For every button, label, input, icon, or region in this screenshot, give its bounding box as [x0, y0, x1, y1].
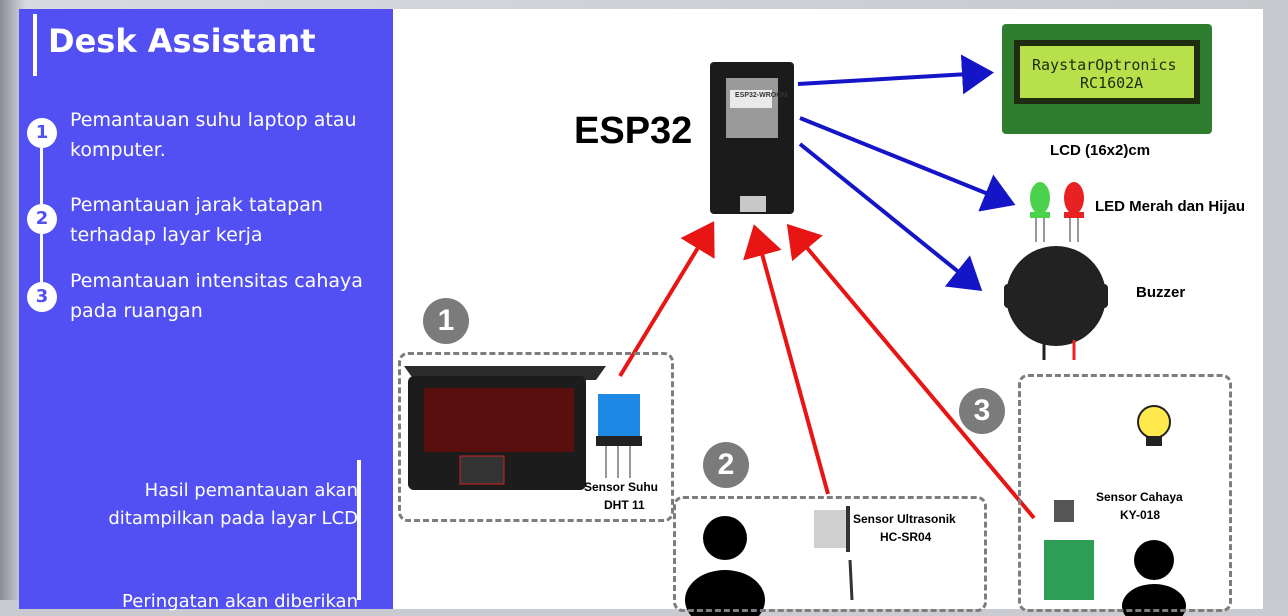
group-3-box [1018, 374, 1232, 612]
group-2-box [673, 496, 987, 612]
group-1-number: 1 [423, 298, 469, 344]
group-3-number: 3 [959, 388, 1005, 434]
lcd-module [1002, 24, 1212, 134]
esp32-chip-text: ESP32-WROOM [735, 92, 788, 99]
light-caption-2: KY-018 [1120, 508, 1161, 522]
result-text: Hasil pemantauan akan ditampilkan pada l… [108, 480, 358, 529]
laptop [404, 366, 606, 490]
panel-title: Desk Assistant [48, 22, 316, 60]
warning-text-cut: Peringatan akan diberikan [98, 588, 358, 612]
title-accent [33, 14, 37, 76]
led-pair [1030, 182, 1084, 242]
ultrasonic-caption-2: HC-SR04 [880, 530, 932, 544]
arrow-to-led [799, 116, 1016, 212]
arrow-from-ultrasonic [743, 224, 830, 495]
step-2-text: Pemantauan jarak tatapan terhadap layar … [70, 194, 323, 246]
arrow-from-ldr [786, 223, 1036, 520]
led-caption: LED Merah dan Hijau [1095, 198, 1246, 215]
person-group-3 [1122, 540, 1186, 616]
step-3-badge: 3 [27, 282, 57, 312]
lcd-caption: LCD (16x2)cm [1050, 142, 1151, 159]
arrow-to-lcd [797, 54, 994, 95]
dht11-sensor [596, 394, 642, 478]
esp32-label: ESP32 [574, 110, 693, 152]
light-caption-1: Sensor Cahaya [1096, 490, 1183, 504]
step-1-badge: 1 [27, 118, 57, 148]
lcd-line-2: RC1602A [1080, 74, 1144, 92]
lcd-line-1: RaystarOptronics [1032, 56, 1177, 74]
result-accent [357, 460, 361, 600]
group-2-number: 2 [703, 442, 749, 488]
step-1-text: Pemantauan suhu laptop atau komputer. [70, 109, 357, 161]
buzzer-caption: Buzzer [1136, 284, 1186, 301]
ldr-module [1044, 500, 1094, 600]
arrow-to-buzzer [798, 142, 983, 292]
ultrasonic-sensor [814, 506, 854, 601]
info-panel [19, 9, 393, 609]
arrow-from-dht [618, 221, 715, 378]
person-group-2 [685, 516, 765, 616]
dht-caption-1: Sensor Suhu [584, 480, 659, 494]
buzzer [1004, 246, 1108, 360]
esp32-board [710, 62, 794, 214]
step-2-badge: 2 [27, 204, 57, 234]
dht-caption-2: DHT 11 [604, 498, 645, 512]
diagram-graphics [404, 24, 1212, 616]
step-3-text: Pemantauan intensitas cahaya pada ruanga… [70, 270, 363, 322]
light-bulb-icon [1137, 405, 1171, 446]
group-1-box [398, 352, 674, 522]
ultrasonic-caption-1: Sensor Ultrasonik [853, 512, 956, 526]
